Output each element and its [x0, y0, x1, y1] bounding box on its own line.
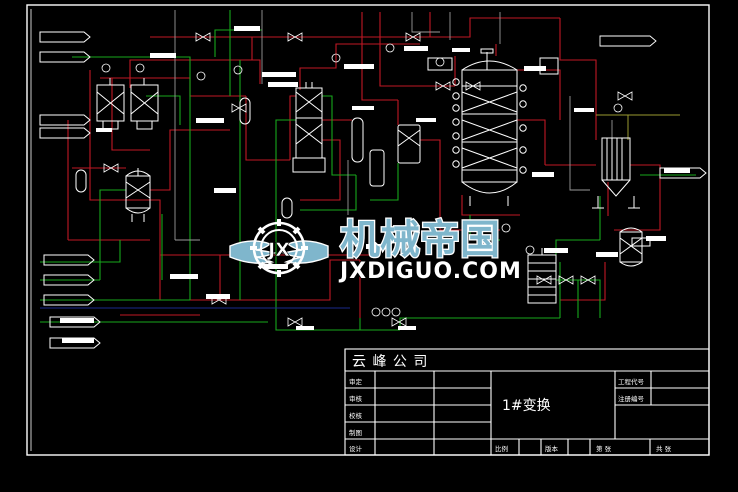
title-block-bottom-labels: 比例 版本 第 张 共 张 [495, 444, 672, 453]
title-block-left-labels: 审定 审核 校核 制图 设计 [349, 377, 363, 453]
box-a [427, 57, 453, 71]
packed-tower [452, 48, 527, 206]
vessel-mid2 [351, 117, 364, 163]
process-lines-red [67, 12, 661, 318]
reactor-right [130, 78, 159, 130]
svg-text:审定: 审定 [349, 377, 363, 386]
stream-tag-group-left [39, 31, 101, 349]
title-block-drawing-title: 1#变换 [502, 397, 551, 414]
svg-text:注册编号: 注册编号 [618, 394, 645, 403]
stream-tag-group-right [599, 35, 707, 179]
utility-lines [174, 10, 613, 241]
svg-text:版本: 版本 [545, 444, 559, 453]
small-vessel [619, 227, 643, 267]
valve-group [103, 32, 633, 327]
box-c [631, 237, 651, 247]
process-lines-green [40, 10, 696, 331]
svg-text:制图: 制图 [349, 428, 362, 437]
svg-text:共 张: 共 张 [656, 444, 672, 453]
vessel-mid [397, 124, 421, 164]
svg-text:第 张: 第 张 [596, 444, 612, 453]
instrument-bubbles [101, 43, 623, 317]
exchanger-right [592, 137, 640, 209]
svg-text:工程代号: 工程代号 [618, 377, 645, 386]
column-1 [292, 82, 326, 173]
column-2 [125, 168, 151, 222]
drum-c [75, 169, 87, 193]
title-block-frame [344, 348, 710, 456]
drum-a [239, 97, 251, 125]
svg-text:审核: 审核 [349, 394, 363, 403]
svg-text:比例: 比例 [495, 444, 508, 453]
vessel-mid3 [369, 149, 385, 187]
reactor-left [96, 78, 125, 130]
title-block-company: 云 峰 公 司 [352, 354, 428, 370]
tray-column [527, 248, 557, 304]
svg-text:校核: 校核 [349, 411, 363, 420]
svg-text:设计: 设计 [349, 444, 363, 453]
title-block-right-labels: 工程代号 注册编号 [618, 377, 645, 403]
drum-b [281, 197, 293, 219]
yellow-lines [596, 114, 680, 140]
